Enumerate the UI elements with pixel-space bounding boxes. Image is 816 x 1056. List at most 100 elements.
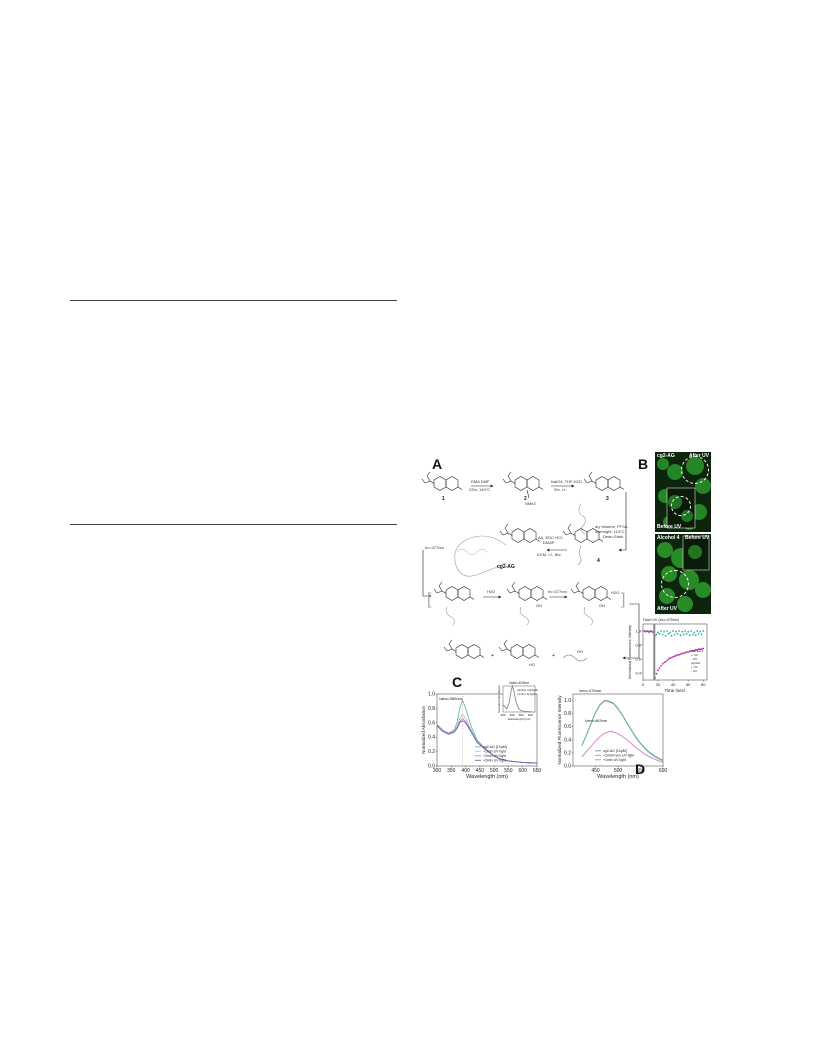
step3-reagent-b: overnight, 110°C: [595, 529, 625, 534]
chart-b-series-0-point-14: [664, 635, 667, 637]
chart-c-ylabel: Normalized Absorbance: [421, 706, 426, 754]
micrograph-label-cg2ag: cg2-AG: [657, 453, 675, 459]
chart-b-series-1-point-32: [691, 649, 694, 652]
side-product-structure: [443, 639, 485, 659]
chart-c-inset-legend-1: +1min UV light: [517, 692, 535, 696]
chart-d-ytick-0: 0.0: [564, 764, 571, 770]
chart-b-series-1-point-35: [696, 649, 699, 651]
panel-label-d: D: [635, 761, 646, 777]
chart-c-legend-1: +1min UV light: [483, 750, 506, 754]
chart-d-ytick-4: 0.8: [564, 711, 571, 717]
chart-c-inset-frame: [502, 685, 536, 713]
chart-b-series-1-point-28: [685, 651, 688, 653]
step3-reagent-a: dry toluene, PTSA: [595, 524, 628, 529]
chart-c-xtick-5: 550: [504, 768, 513, 774]
chart-b-series-0-point-22: [676, 632, 679, 635]
chart-c-inset-xlabel: Wavelength (nm): [508, 717, 531, 721]
chart-b-series-1-point-33: [693, 649, 696, 652]
chart-b-series-1-point-36: [697, 648, 700, 651]
chart-b-series-1-point-37: [699, 648, 702, 651]
chart-b-series-0-point-30: [688, 634, 691, 637]
svg-text:+: +: [491, 653, 494, 659]
chart-b-series-1-point-2: [646, 630, 649, 632]
horizontal-rule-upper: [70, 300, 397, 301]
chart-b-series-0-point-19: [672, 630, 675, 632]
chart-b-annotation: Flash UV (λex=375nm): [643, 618, 679, 622]
chart-c-xtick-3: 450: [476, 768, 485, 774]
chart-b-series-1-point-38: [700, 648, 703, 651]
water1-label: H2O: [487, 589, 495, 594]
chart-c-ytick-2: 0.4: [428, 735, 435, 741]
chart-b-series-0-point-37: [699, 630, 702, 633]
chart-b-legend-2: - UV: [691, 657, 697, 661]
chart-b-series-1-point-18: [670, 656, 673, 659]
chart-d-xtick-2: 550: [636, 768, 645, 774]
chart-b-series-1-point-10: [658, 667, 661, 669]
chart-b-xtick-1: 20: [656, 682, 661, 687]
micrograph-label-after-uv-1: After UV: [688, 453, 709, 459]
chart-c-xtick-7: 650: [533, 768, 541, 774]
light1-label: hν=377nm: [425, 545, 444, 550]
chart-c-inset-xtick-3: 600: [528, 713, 533, 717]
chart-b-series-0-point-8: [655, 633, 658, 636]
chart-b-series-1-point-31: [690, 650, 693, 653]
chart-b-series-1-point-0: [643, 630, 646, 632]
chart-b-series-1-point-26: [682, 652, 685, 655]
step4-reagent-b: DMAP: [543, 540, 555, 545]
chart-d-series-2-line: [581, 730, 664, 763]
cg2ag-label: cg2-AG: [497, 564, 515, 570]
chart-c-frame: [436, 693, 538, 767]
chart-b-legend-0: Alcohol 4: [691, 649, 704, 653]
chart-c-inset-xtick-1: 400: [510, 713, 515, 717]
micrograph-label-alcohol4: Alcohol 4: [657, 535, 680, 541]
nme2-label: NMe2: [525, 501, 536, 506]
cg2ag-structure: [499, 523, 541, 543]
chart-b-series-1-point-16: [667, 658, 670, 660]
chart-b-series-0-point-33: [693, 631, 696, 634]
chart-b-series-1-point-27: [684, 651, 687, 654]
chart-b-series-1-point-19: [672, 656, 675, 658]
chart-b-series-0-point-39: [702, 630, 705, 632]
chart-b-series-1-point-12: [661, 663, 664, 665]
intermediate-3-structure: [570, 581, 612, 601]
step3-reagent-c: Dean-Stark: [603, 534, 623, 539]
figure: A B C D 1 DMA DMF 22hr, 140°C: [411, 452, 711, 784]
chart-b-series-0-point-25: [681, 630, 684, 633]
chart-b-series-1-point-14: [664, 660, 667, 663]
chart-b-series-0-point-29: [687, 630, 690, 633]
chart-b-legend-3: cg2AG: [691, 661, 701, 665]
step4-reagent-c: DCM, r.t., 8hr: [537, 552, 561, 557]
chart-b-xlabel: Time (sec): [664, 688, 686, 692]
chart-d-ytick-2: 0.4: [564, 737, 571, 743]
compound-1-label: 1: [442, 496, 445, 502]
chart-b-series-1-point-29: [687, 651, 690, 653]
svg-text:]: ]: [621, 591, 625, 608]
chart-b-series-0-point-28: [685, 632, 688, 635]
chart-b-ytick-1: 0.6: [635, 657, 641, 662]
chart-c-inset-xtick-2: 500: [519, 713, 524, 717]
chart-d-xtick-1: 500: [614, 768, 623, 774]
chart-d-legend-2: +1min UV light: [603, 758, 626, 762]
chart-b-ytick-3: 1.0: [635, 629, 641, 634]
chart-c-inset-annotation: λabs=403nm: [509, 681, 529, 685]
chart-b-frame: [642, 623, 708, 681]
micrograph-cg2ag: cg2-AG After UV Before UV: [655, 452, 711, 532]
compound-2-label: 2: [524, 496, 527, 502]
chart-b-series-0-point-15: [666, 630, 668, 632]
chart-c-inset-xtick-0: 300: [500, 713, 505, 717]
oh2-label: OH: [599, 603, 605, 608]
chart-b-ytick-2: 0.8: [635, 643, 641, 648]
chart-c-inset-ylabel: Normalized Absorbance: [497, 685, 501, 713]
panel-label-b: B: [638, 456, 649, 472]
step2-reagent-b: 2hr, r.t.: [554, 487, 566, 492]
chart-c-xtick-2: 400: [461, 768, 470, 774]
chart-c-xlabel: Wavelength (nm): [466, 774, 508, 780]
chart-b-series-1-point-4: [649, 630, 652, 632]
intermediate-1-structure: [433, 581, 475, 601]
chart-b-series-1-point-3: [648, 630, 650, 633]
chart-b-xtick-0: 0: [642, 682, 645, 687]
svg-text:[: [: [427, 591, 432, 608]
chart-c-ytick-4: 0.8: [428, 706, 435, 712]
chart-b-series-0-point-21: [675, 630, 678, 633]
